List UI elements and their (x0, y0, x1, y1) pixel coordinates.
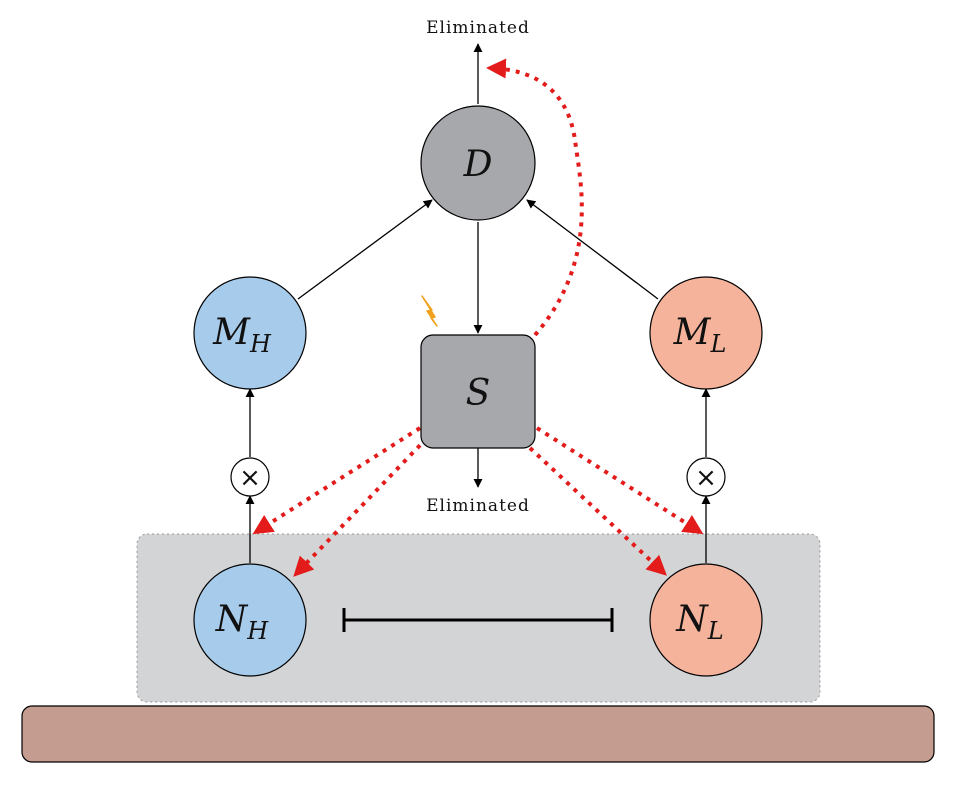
red-arrow-s-to-nl-outer (535, 426, 704, 535)
ground-bar (21, 705, 935, 763)
arrow-mh-to-d (297, 199, 433, 300)
arrow-ml-to-d (526, 199, 659, 300)
node-s-label: S (466, 373, 491, 414)
node-d: D (420, 105, 536, 221)
node-mh: MH (193, 276, 307, 390)
inhibition-edge (342, 608, 614, 632)
red-arrow-s-to-nh-inner (293, 436, 429, 577)
node-ml-label: ML (673, 312, 727, 358)
node-mh-label: MH (212, 312, 272, 358)
node-nl-label: NL (675, 599, 723, 645)
red-arrow-s-to-nl-inner (528, 446, 667, 576)
node-nl: NL (649, 563, 763, 677)
eliminated-bottom-label: Eliminated (426, 496, 530, 516)
red-arrow-s-to-nh-outer (252, 426, 422, 535)
combine-symbol-left: × (239, 463, 261, 493)
combine-symbol-right: × (695, 463, 717, 493)
red-arrow-s-to-eliminated (486, 58, 584, 337)
node-s: S (420, 334, 536, 449)
node-nh: NH (193, 563, 307, 677)
node-d-label: D (463, 144, 493, 185)
node-ml: ML (649, 276, 763, 390)
combine-node-right: × (686, 457, 726, 497)
node-nh-label: NH (215, 599, 270, 645)
lightning-icon (421, 295, 438, 327)
combine-node-left: × (230, 457, 270, 497)
eliminated-top-label: Eliminated (426, 18, 530, 38)
